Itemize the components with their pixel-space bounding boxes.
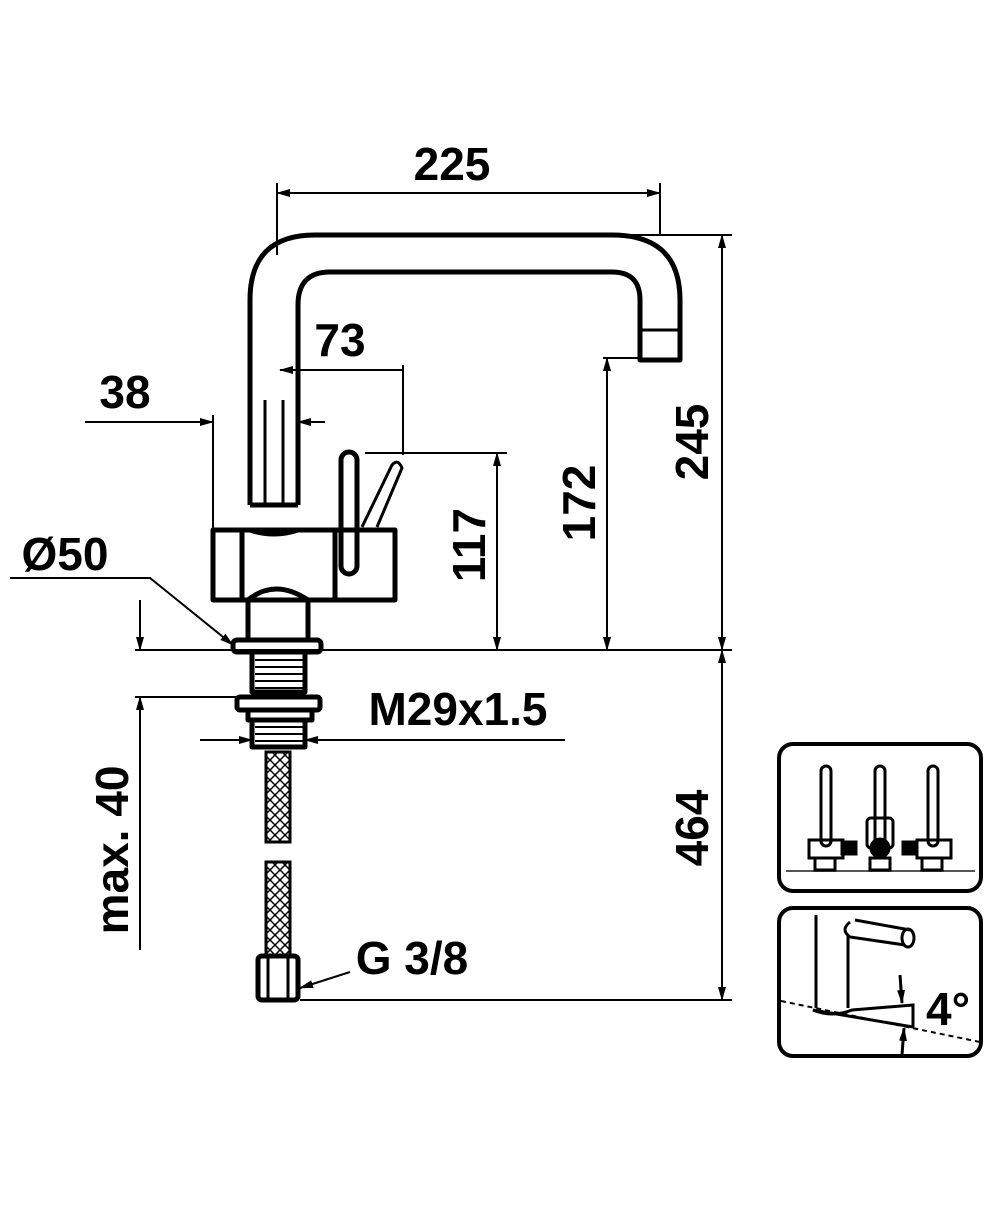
dim-label-max-40: max. 40 xyxy=(86,766,138,935)
swivel-range-icon xyxy=(777,742,983,893)
supply-hose xyxy=(255,750,301,1003)
dimension-hose-length: 464 xyxy=(300,649,732,1001)
dim-label-464: 464 xyxy=(666,789,718,866)
dimension-handle-offset: 73 xyxy=(279,314,404,455)
tilt-angle-icon: 4° xyxy=(777,906,983,1058)
dimension-base-diameter: Ø50 xyxy=(10,528,234,646)
dim-label-225: 225 xyxy=(414,138,491,190)
spout xyxy=(247,232,683,505)
dimension-handle-height: 117 xyxy=(365,452,507,651)
dimension-connection: G 3/8 xyxy=(299,932,469,989)
dim-label-172: 172 xyxy=(553,465,605,542)
dim-label-245: 245 xyxy=(666,404,718,481)
dim-label-connection: G 3/8 xyxy=(356,932,469,984)
dim-label-38: 38 xyxy=(99,366,150,418)
handle-lever xyxy=(338,449,360,577)
tilt-angle-label: 4° xyxy=(926,983,970,1035)
dimension-body-offset: 38 xyxy=(85,366,325,530)
dimension-thread: M29x1.5 xyxy=(200,683,565,744)
dimension-total-height: 245 xyxy=(625,234,732,651)
hose-nut xyxy=(255,953,301,1003)
dimension-max-thickness: max. 40 xyxy=(86,600,240,950)
dim-label-73: 73 xyxy=(314,314,365,366)
dimension-outlet-height: 172 xyxy=(553,357,640,651)
dimension-spout-reach: 225 xyxy=(276,138,661,255)
faucet-body xyxy=(210,449,404,750)
dim-label-117: 117 xyxy=(443,508,495,582)
dim-label-thread: M29x1.5 xyxy=(368,683,547,735)
dim-label-diameter: Ø50 xyxy=(22,528,109,580)
